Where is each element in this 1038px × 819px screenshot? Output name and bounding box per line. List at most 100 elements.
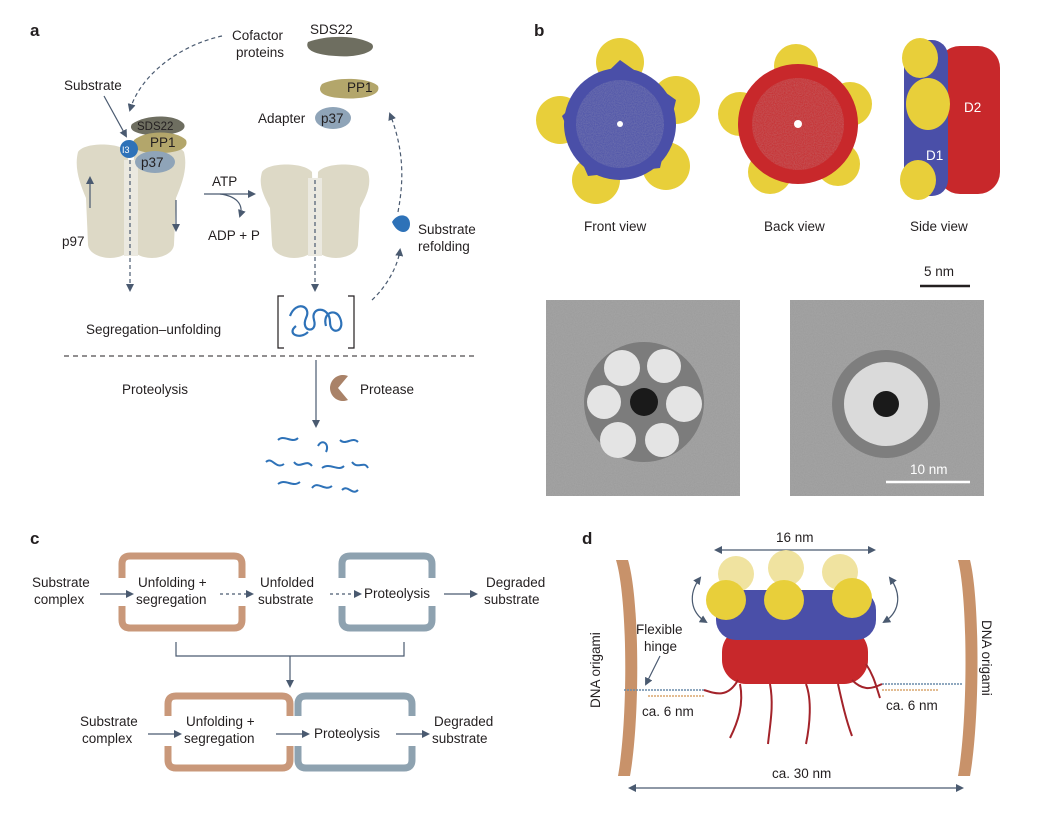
pp1-free-shape: [320, 78, 379, 99]
p37-free-label: p37: [321, 111, 344, 126]
refolding-up-arrow: [388, 112, 403, 213]
sds22-complex-label: SDS22: [137, 121, 173, 133]
pp1-free-label: PP1: [347, 80, 373, 95]
top-unfolding-box-bottom: [118, 606, 246, 632]
top-intermediate-line2: substrate: [258, 592, 314, 607]
em-image-left: [546, 300, 740, 496]
bottom-unfolding-box-top: [164, 692, 294, 716]
bottom-input-line1: Substrate: [80, 714, 138, 729]
linker-tails: [703, 663, 883, 745]
sds22-complex-shape: [130, 116, 185, 136]
scale-bar-10nm-label: 10 nm: [910, 462, 948, 477]
front-view-label: Front view: [584, 219, 647, 234]
flexible-hinge-line1: Flexible: [636, 622, 683, 637]
top-input-line2: complex: [34, 592, 85, 607]
peptide-fragments: [265, 437, 369, 493]
top-stage1-line1: Unfolding +: [138, 575, 207, 590]
width-30nm-label: ca. 30 nm: [772, 766, 831, 781]
bottom-stage1-line1: Unfolding +: [186, 714, 255, 729]
p97-label: p97: [62, 234, 85, 249]
adp-label: ADP + P: [208, 228, 260, 243]
proteolysis-label: Proteolysis: [122, 382, 188, 397]
atp-label: ATP: [212, 174, 237, 189]
panel-d: d 16 nm DNA origami DNA origami Flexible…: [582, 529, 994, 792]
panel-c-label: c: [30, 529, 39, 548]
front-view-structure: [536, 38, 700, 204]
protease-shape: [330, 375, 348, 401]
segregation-unfolding-label: Segregation–unfolding: [86, 322, 221, 337]
bottom-proteolysis-box-bottom: [294, 746, 416, 772]
refolded-substrate-glyph: [392, 215, 410, 232]
top-unfolding-box-top: [118, 552, 246, 578]
unfolded-to-refolding-arrow: [371, 248, 404, 301]
d1-label: D1: [926, 148, 943, 163]
bottom-stage1-line2: segregation: [184, 731, 255, 746]
substrate-pointer-arrow: [103, 95, 127, 138]
d2-label: D2: [964, 100, 981, 115]
origami-left-label: DNA origami: [588, 632, 603, 708]
merge-bracket: [175, 642, 405, 657]
p37-complex-label: p37: [141, 155, 164, 170]
bottom-output-line2: substrate: [432, 731, 488, 746]
cofactor-proteins-label-line1: Cofactor: [232, 28, 284, 43]
top-stage2-label: Proteolysis: [364, 586, 430, 601]
back-view-label: Back view: [764, 219, 825, 234]
hinge-pointer-arrow: [645, 655, 661, 686]
substrate-i3-label: I3: [122, 145, 130, 155]
panel-b-label: b: [534, 21, 544, 40]
panel-a: a Cofactor proteins SDS22 PP1 Adapter p3…: [30, 21, 476, 493]
top-output-line2: substrate: [484, 592, 540, 607]
adapter-label: Adapter: [258, 111, 306, 126]
top-output-line1: Degraded: [486, 575, 545, 590]
p97-right: [260, 164, 370, 292]
linker-left-label: ca. 6 nm: [642, 704, 694, 719]
p37-complex-shape: [135, 151, 175, 173]
sds22-top-label: SDS22: [310, 22, 353, 37]
origami-left-plate: [616, 560, 638, 776]
panel-c: c Substrate complex Unfolding + segregat…: [30, 529, 545, 772]
bottom-proteolysis-box-top: [294, 692, 416, 716]
unfolded-substrate-bracket: [277, 295, 355, 349]
bottom-unfolding-box-bottom: [164, 746, 294, 772]
pp1-complex-shape: [132, 132, 187, 154]
substrate-i3-shape: [120, 140, 138, 158]
p97-left: [76, 144, 186, 292]
bottom-output-line1: Degraded: [434, 714, 493, 729]
top-proteolysis-box-bottom: [338, 606, 436, 632]
origami-right-label: DNA origami: [979, 620, 994, 696]
p97-origami-structure: [706, 550, 876, 684]
top-stage1-line2: segregation: [136, 592, 207, 607]
origami-right-plate: [958, 560, 978, 776]
linker-right-label: ca. 6 nm: [886, 698, 938, 713]
side-view-structure: [900, 38, 1000, 200]
dna-linker-right: [882, 683, 962, 691]
cofactor-proteins-label-line2: proteins: [236, 45, 284, 60]
top-input-line1: Substrate: [32, 575, 90, 590]
panel-b: b Front view Back view: [534, 21, 1000, 496]
panel-a-label: a: [30, 21, 40, 40]
bottom-input-line2: complex: [82, 731, 133, 746]
p37-free-shape: [315, 107, 351, 129]
substrate-refolding-line2: refolding: [418, 239, 470, 254]
side-view-label: Side view: [910, 219, 968, 234]
rotation-arrow-left: [691, 576, 708, 624]
width-16nm-label: 16 nm: [776, 530, 814, 545]
top-proteolysis-box-top: [338, 552, 436, 578]
top-intermediate-line1: Unfolded: [260, 575, 314, 590]
dna-linker-left: [624, 689, 704, 697]
substrate-refolding-line1: Substrate: [418, 222, 476, 237]
bottom-stage2-label: Proteolysis: [314, 726, 380, 741]
cofactor-to-substrate-arrow: [127, 35, 223, 112]
adp-release-arrow: [219, 193, 246, 218]
substrate-label: Substrate: [64, 78, 122, 93]
rotation-arrow-right: [882, 576, 899, 624]
em-image-right: [790, 300, 984, 496]
protease-label: Protease: [360, 382, 414, 397]
sds22-free-shape: [307, 36, 374, 57]
flexible-hinge-line2: hinge: [644, 639, 677, 654]
panel-d-label: d: [582, 529, 592, 548]
pp1-complex-label: PP1: [150, 135, 176, 150]
back-view-structure: [718, 44, 872, 194]
scale-bar-5nm-label: 5 nm: [924, 264, 954, 279]
